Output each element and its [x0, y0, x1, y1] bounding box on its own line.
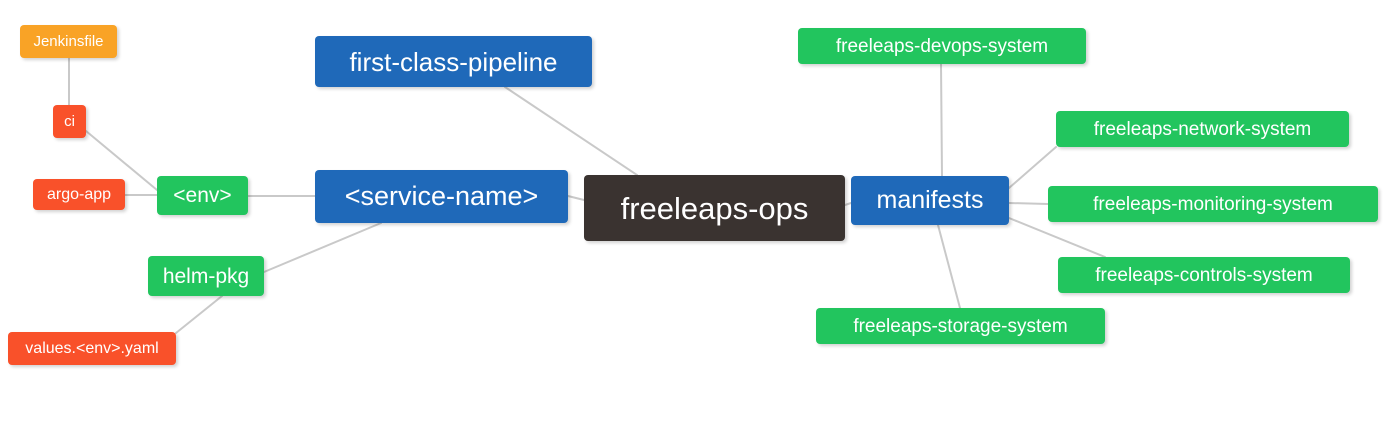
edge-manifests-to-storage — [937, 224, 961, 309]
edge-ci-to-env — [85, 130, 158, 191]
mindmap-node-label: <env> — [173, 184, 232, 207]
mindmap-node-label: ci — [64, 113, 75, 130]
mindmap-node-label: first-class-pipeline — [349, 46, 558, 77]
mindmap-node-label: Jenkinsfile — [33, 33, 104, 50]
mindmap-node-label: argo-app — [46, 185, 112, 203]
edge-helm-pkg-to-service-name — [263, 222, 382, 273]
mindmap-node-label: helm-pkg — [162, 264, 250, 288]
mindmap-node-storage[interactable]: freeleaps-storage-system — [816, 308, 1105, 344]
mindmap-node-label: freeleaps-controls-system — [1095, 264, 1313, 286]
mindmap-node-monitoring[interactable]: freeleaps-monitoring-system — [1048, 186, 1378, 222]
mindmap-node-label: freeleaps-devops-system — [835, 35, 1049, 57]
edge-first-class-to-root — [504, 86, 638, 176]
mindmap-node-label: freeleaps-ops — [620, 190, 809, 226]
edge-root-to-manifests — [844, 202, 852, 206]
mindmap-node-devops-system[interactable]: freeleaps-devops-system — [798, 28, 1086, 64]
mindmap-node-label: freeleaps-monitoring-system — [1093, 193, 1333, 215]
mindmap-node-label: freeleaps-network-system — [1093, 118, 1312, 140]
mindmap-node-network-system[interactable]: freeleaps-network-system — [1056, 111, 1349, 147]
mindmap-node-label: freeleaps-storage-system — [853, 315, 1068, 337]
edge-manifests-to-network-system — [1008, 146, 1057, 189]
edge-manifests-to-devops-system — [940, 63, 943, 177]
mindmap-node-label: <service-name> — [344, 181, 539, 211]
edge-values-yaml-to-helm-pkg — [175, 295, 223, 334]
mindmap-node-controls[interactable]: freeleaps-controls-system — [1058, 257, 1350, 293]
mindmap-node-label: values.<env>.yaml — [25, 339, 159, 357]
mindmap-node-root[interactable]: freeleaps-ops — [584, 175, 845, 241]
mindmap-node-ci[interactable]: ci — [53, 105, 86, 138]
mindmap-node-service-name[interactable]: <service-name> — [315, 170, 568, 223]
mindmap-node-label: manifests — [876, 186, 984, 214]
edge-manifests-to-monitoring — [1008, 202, 1049, 205]
edge-service-name-to-root — [567, 195, 585, 201]
mindmap-node-helm-pkg[interactable]: helm-pkg — [148, 256, 264, 296]
mindmap-node-env[interactable]: <env> — [157, 176, 248, 215]
mindmap-node-first-class[interactable]: first-class-pipeline — [315, 36, 592, 87]
mindmap-node-manifests[interactable]: manifests — [851, 176, 1009, 225]
mindmap-node-values-yaml[interactable]: values.<env>.yaml — [8, 332, 176, 365]
mindmap-node-argo-app[interactable]: argo-app — [33, 179, 125, 210]
mindmap-node-jenkinsfile[interactable]: Jenkinsfile — [20, 25, 117, 58]
edge-manifests-to-controls — [1008, 217, 1106, 258]
